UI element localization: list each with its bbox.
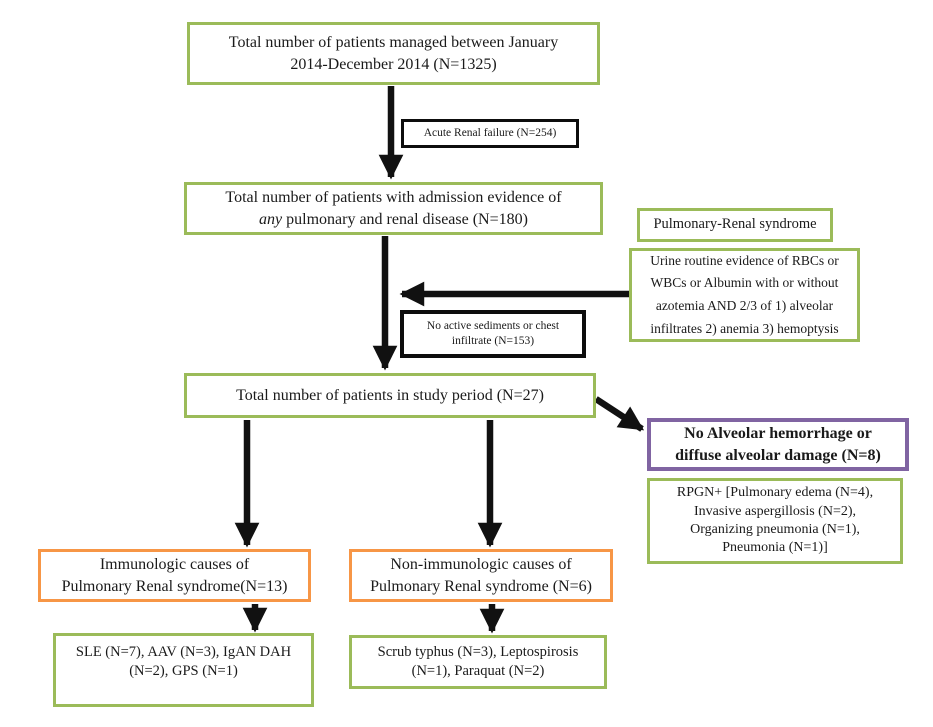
box-non-immunologic-causes: Non-immunologic causes of Pulmonary Rena… — [349, 549, 613, 602]
admission-italic-any: any — [259, 210, 283, 228]
box-urine-criteria-text: Urine routine evidence of RBCs or WBCs o… — [650, 252, 839, 336]
box-no-alveolar-hemorrhage: No Alveolar hemorrhage or diffuse alveol… — [647, 418, 909, 471]
box-non-immunologic-detail: Scrub typhus (N=3), Leptospirosis (N=1),… — [349, 635, 607, 689]
box-non-immunologic-causes-text: Non-immunologic causes of Pulmonary Rena… — [370, 556, 592, 595]
box-rpgn-detail: RPGN+ [Pulmonary edema (N=4), Invasive a… — [647, 478, 903, 564]
box-no-active-sediments: No active sediments or chest infiltrate … — [400, 310, 586, 358]
box-admission-evidence: Total number of patients with admission … — [184, 182, 603, 235]
box-no-active-sediments-text: No active sediments or chest infiltrate … — [426, 319, 560, 347]
box-acute-renal-failure-text: Acute Renal failure (N=254) — [423, 126, 557, 139]
box-acute-renal-failure: Acute Renal failure (N=254) — [401, 119, 579, 148]
box-no-alveolar-hemorrhage-text: No Alveolar hemorrhage or diffuse alveol… — [675, 425, 881, 464]
box-urine-criteria: Urine routine evidence of RBCs or WBCs o… — [629, 248, 860, 342]
box-admission-evidence-text: Total number of patients with admission … — [225, 187, 561, 229]
box-total-managed: Total number of patients managed between… — [187, 22, 600, 85]
box-immunologic-detail-text: SLE (N=7), AAV (N=3), IgAN DAH (N=2), GP… — [75, 644, 292, 680]
box-study-period: Total number of patients in study period… — [184, 373, 596, 418]
box-rpgn-detail-text: RPGN+ [Pulmonary edema (N=4), Invasive a… — [676, 485, 874, 556]
box-immunologic-detail: SLE (N=7), AAV (N=3), IgAN DAH (N=2), GP… — [53, 633, 314, 707]
box-prs-label-text: Pulmonary-Renal syndrome — [653, 216, 817, 233]
box-prs-label: Pulmonary-Renal syndrome — [637, 208, 833, 242]
box-total-managed-text: Total number of patients managed between… — [228, 34, 559, 73]
box-immunologic-causes-text: Immunologic causes of Pulmonary Renal sy… — [61, 556, 288, 595]
admission-suffix: pulmonary and renal disease (N=180) — [282, 210, 528, 228]
box-non-immunologic-detail-text: Scrub typhus (N=3), Leptospirosis (N=1),… — [377, 643, 579, 679]
arrow-study-to-no-hemorrhage — [594, 396, 645, 432]
box-immunologic-causes: Immunologic causes of Pulmonary Renal sy… — [38, 549, 311, 602]
admission-prefix: Total number of patients with admission … — [225, 189, 562, 207]
box-study-period-text: Total number of patients in study period… — [236, 386, 544, 404]
